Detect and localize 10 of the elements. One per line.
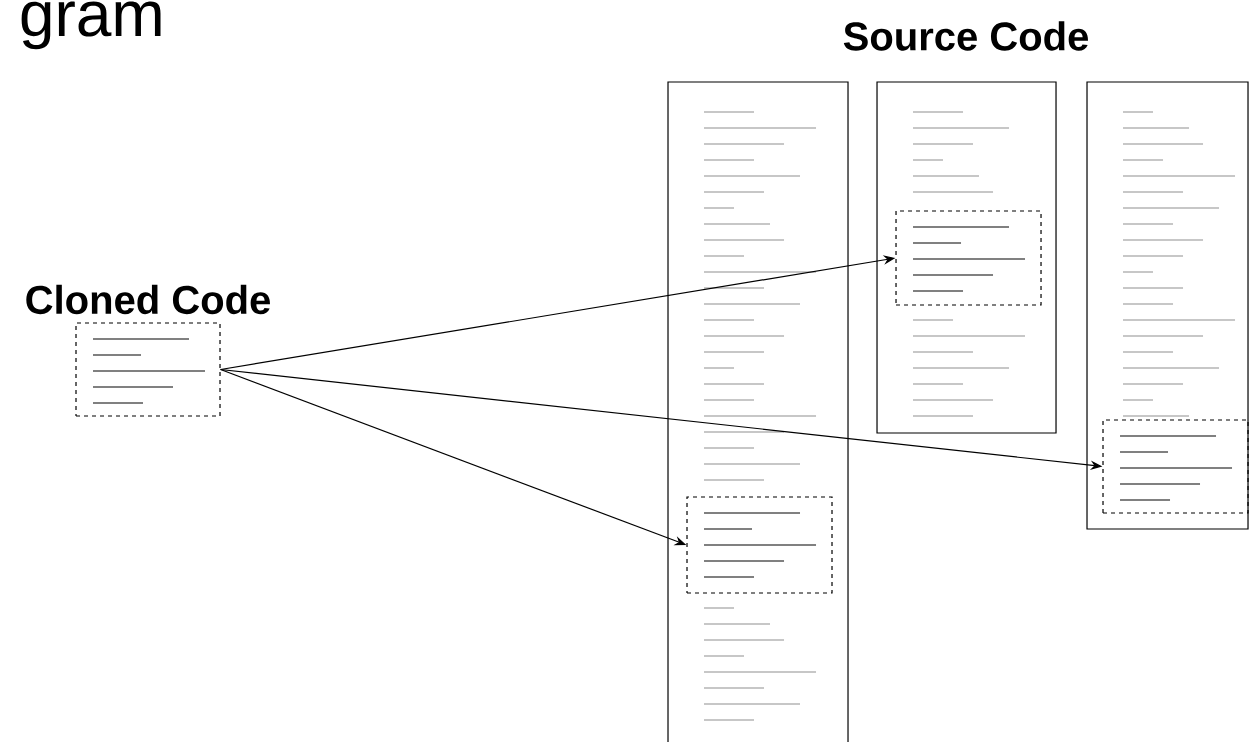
code-snippet-box: Cloned Code xyxy=(26,284,270,417)
file-column xyxy=(876,81,1057,434)
code-snippet-box xyxy=(895,210,1042,306)
code-snippet-box xyxy=(686,496,833,594)
file-column xyxy=(667,81,849,742)
node-label: Cloned Code xyxy=(26,284,270,315)
heading: Source Code xyxy=(843,21,1088,51)
code-snippet-box xyxy=(1102,419,1249,514)
title: gram xyxy=(21,1,161,50)
file-column xyxy=(1086,81,1249,530)
